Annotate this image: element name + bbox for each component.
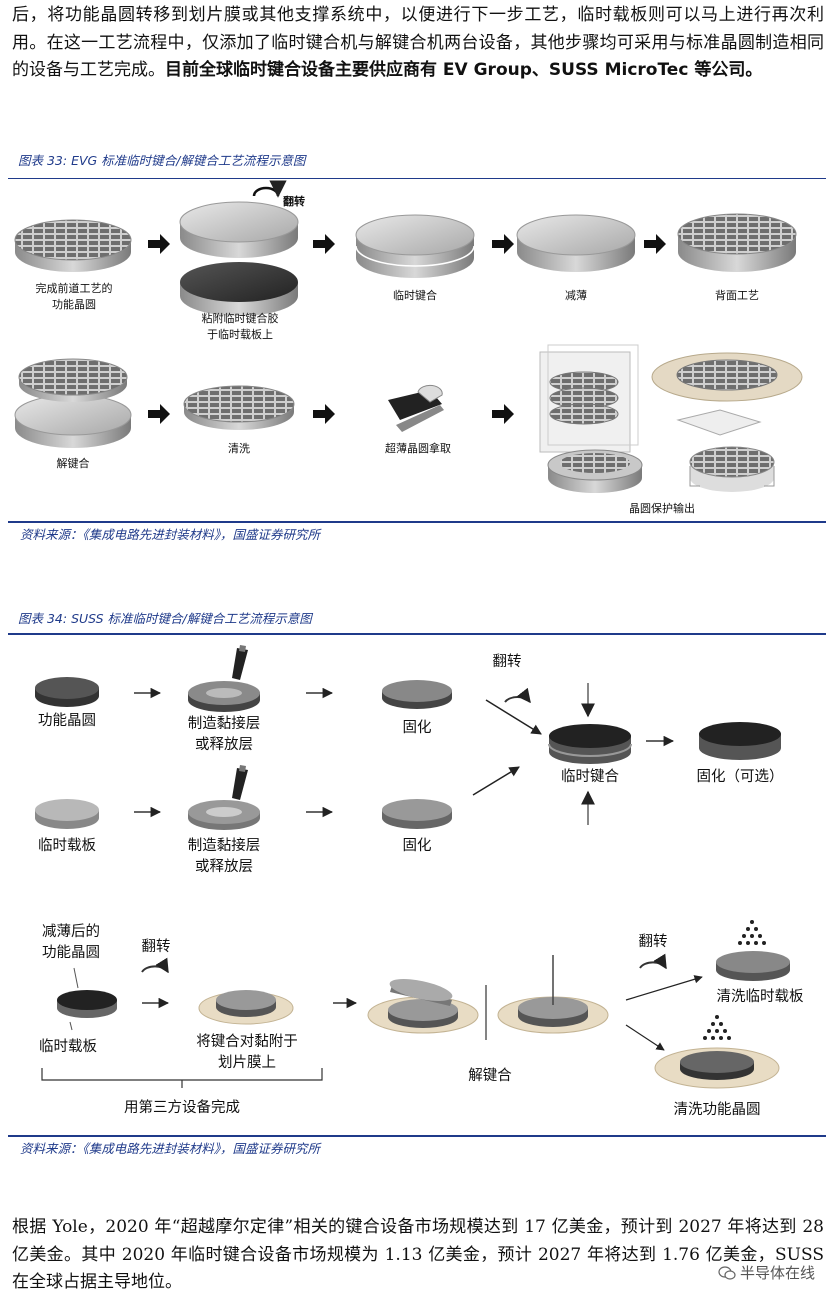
attach-label: 将键合对黏附于 划片膜上 [196, 1034, 298, 1071]
figure-33-top-rule [8, 178, 826, 179]
glue-label: 粘附临时键合胶 于临时载板上 [201, 312, 279, 341]
flip-arrow-icon [252, 180, 287, 198]
cured-wafer-disk [382, 680, 452, 709]
carrier-wafer-icon [179, 201, 299, 258]
cure-label: 固化 [402, 720, 432, 736]
figure-34-source: 资料来源：《集成电路先进封装材料》，国盛证券研究所 [20, 1141, 321, 1156]
clean-carrier-label: 清洗临时载板 [716, 989, 804, 1005]
output-label: 晶圆保护输出 [629, 502, 695, 515]
flip-label: 翻转 [283, 195, 305, 208]
figure-34-top-rule [8, 633, 826, 635]
intro-text: 后，将功能晶圆转移到划片膜或其他支撑系统中，以便进行下一步工艺，临时载板则可以马… [12, 5, 824, 80]
arrow-icon [625, 975, 703, 1001]
cleaned-wafer-icon [183, 385, 295, 430]
arrow-icon [148, 404, 170, 424]
intro-paragraph: 后，将功能晶圆转移到划片膜或其他支撑系统中，以便进行下一步工艺，临时载板则可以马… [12, 2, 824, 85]
carrier-label: 临时载板 [38, 838, 96, 854]
pick-label: 超薄晶圆拿取 [385, 442, 451, 455]
wafer-icon [14, 219, 132, 272]
backside-stack-icon [677, 213, 797, 272]
intro-bold-text: 目前全球临时键合设备主要供应商有 EV Group、SUSS MicroTec … [165, 60, 763, 80]
spray-icon [738, 920, 766, 945]
bond-label: 临时键合 [393, 289, 437, 302]
tape-mounted-disk [198, 990, 294, 1025]
flip-label: 翻转 [638, 934, 668, 950]
coating-carrier-disk [188, 765, 260, 830]
wafer-label: 完成前道工艺的 功能晶圆 [35, 282, 113, 311]
make-layer-label: 制造黏接层 或释放层 [187, 716, 261, 753]
clean-label: 清洗 [228, 442, 250, 455]
arrow-icon [644, 234, 666, 254]
thinned-pair-disk [57, 990, 117, 1018]
spray-icon [703, 1015, 731, 1040]
bracket [41, 1068, 323, 1088]
carrier-disk [35, 799, 99, 829]
figure-33-bottom-rule [8, 521, 826, 523]
watermark-text: 半导体在线 [739, 1264, 815, 1282]
arrow-icon [492, 234, 514, 254]
arrow-icon [485, 699, 542, 735]
wechat-icon [718, 1265, 736, 1280]
box-wafer-icon [676, 409, 775, 492]
cured-pair-disk [699, 722, 781, 760]
leader-line [69, 1021, 73, 1031]
arrow-icon [492, 404, 514, 424]
cure-label: 固化 [402, 838, 432, 854]
func-wafer-label: 功能晶圆 [38, 713, 96, 729]
flip-arrow-icon [639, 953, 667, 970]
thinned-stack-icon [516, 214, 636, 272]
debond-pin-disk [497, 955, 609, 1034]
arrow-icon [625, 1024, 665, 1051]
coating-wafer-disk [188, 645, 260, 712]
outro-paragraph: 根据 Yole，2020 年“超越摩尔定律”相关的键合设备市场规模达到 17 亿… [12, 1217, 824, 1292]
glue-carrier-icon [180, 262, 298, 316]
cure-optional-label: 固化（可选） [696, 769, 784, 785]
arrow-icon [472, 766, 520, 796]
thin-label: 减薄 [565, 289, 587, 302]
arrow-icon [148, 234, 170, 254]
ring-wafer-icon [547, 449, 643, 493]
flip-arrow-icon [504, 687, 531, 704]
pick-tool-icon [388, 384, 444, 432]
clean-carrier-disk [716, 951, 790, 981]
debond-icon [14, 358, 132, 448]
debond-open-disk [367, 978, 479, 1034]
figure-33-source: 资料来源：《集成电路先进封装材料》，国盛证券研究所 [20, 527, 321, 542]
arrow-icon [313, 404, 335, 424]
flip-label: 翻转 [492, 654, 522, 670]
figure-33-title: 图表 33: EVG 标准临时键合/解键合工艺流程示意图 [18, 153, 306, 168]
flip-label: 翻转 [141, 939, 171, 955]
cured-carrier-disk [382, 799, 452, 829]
watermark: 半导体在线 [718, 1262, 815, 1283]
carrier-label: 临时载板 [39, 1039, 97, 1055]
cassette-icon [539, 344, 639, 453]
debond-label: 解键合 [56, 457, 90, 470]
clean-wafer-label: 清洗功能晶圆 [673, 1102, 761, 1118]
flip-arrow-icon [141, 957, 169, 974]
frame-wafer-icon [651, 352, 803, 402]
bond-label: 临时键合 [561, 769, 619, 785]
arrow-icon [313, 234, 335, 254]
third-party-label: 用第三方设备完成 [124, 1100, 240, 1116]
clean-wafer-disk [654, 1047, 780, 1089]
leader-line [73, 967, 79, 989]
make-layer-label: 制造黏接层 或释放层 [187, 838, 261, 875]
figure-34-bottom-rule [8, 1135, 826, 1137]
function-wafer-disk [35, 677, 99, 707]
back-label: 背面工艺 [715, 289, 759, 302]
bonded-pair-disk [548, 724, 632, 764]
figure-34-title: 图表 34: SUSS 标准临时键合/解键合工艺流程示意图 [18, 611, 312, 626]
debond-label: 解键合 [468, 1068, 512, 1084]
thinned-wafer-label: 减薄后的 功能晶圆 [42, 924, 100, 961]
bonded-stack-icon [355, 214, 475, 278]
